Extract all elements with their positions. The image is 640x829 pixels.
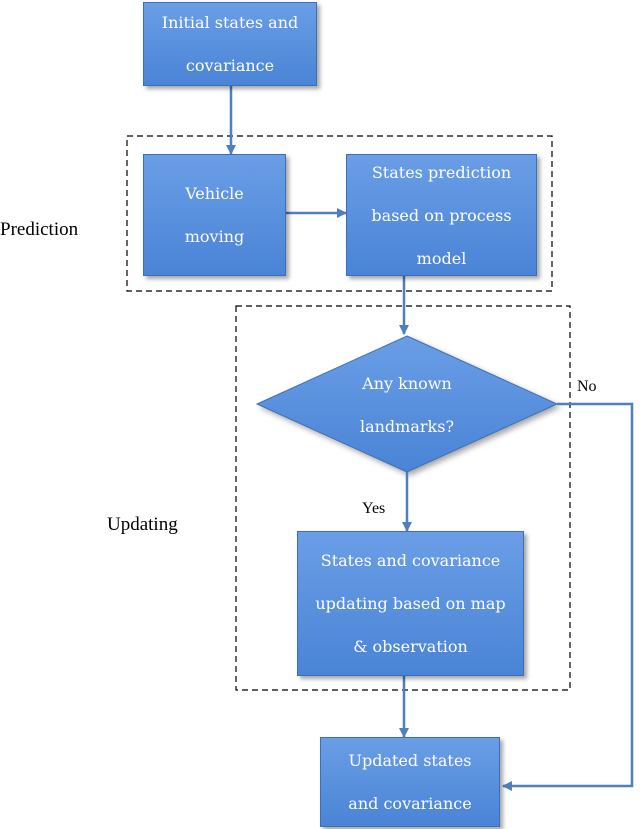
prediction-group-label: Prediction bbox=[0, 219, 79, 240]
initial-states-label: Initial states and covariance bbox=[161, 13, 299, 75]
states-prediction-label: States prediction based on process model bbox=[371, 162, 512, 268]
yes-edge-label: Yes bbox=[362, 500, 386, 517]
states-update-node: States and covariance updating based on … bbox=[297, 531, 524, 676]
no-edge-label: No bbox=[577, 378, 597, 395]
initial-states-node: Initial states and covariance bbox=[143, 2, 317, 86]
states-prediction-node: States prediction based on process model bbox=[346, 154, 537, 276]
decision-label: Any known landmarks? bbox=[359, 374, 455, 436]
updating-group-label: Updating bbox=[107, 514, 178, 535]
vehicle-moving-label: Vehicle moving bbox=[184, 184, 245, 246]
updated-states-node: Updated states and covariance bbox=[320, 737, 500, 827]
updated-states-label: Updated states and covariance bbox=[348, 751, 472, 813]
vehicle-moving-node: Vehicle moving bbox=[143, 154, 286, 276]
edge-decision-no bbox=[502, 402, 634, 791]
prediction-group-border bbox=[126, 135, 553, 292]
states-update-label: States and covariance updating based on … bbox=[315, 551, 506, 656]
